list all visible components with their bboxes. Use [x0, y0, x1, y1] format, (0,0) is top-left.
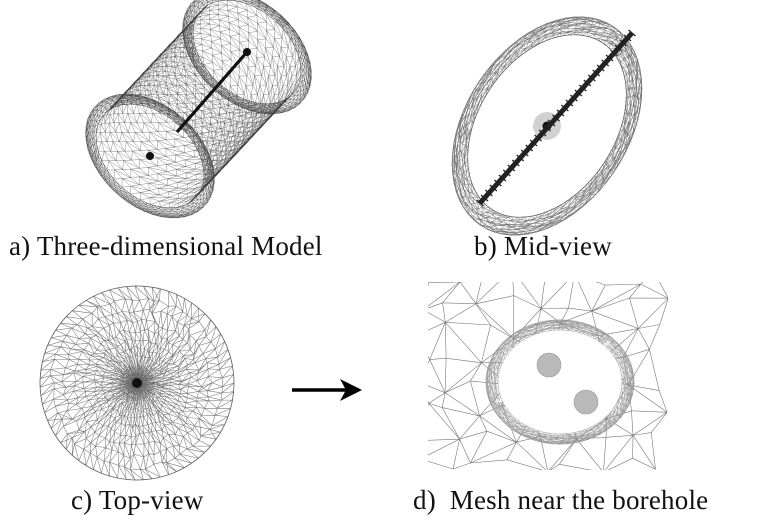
- cylinder-borehole: [175, 50, 249, 134]
- borehole-section-upper: [536, 352, 562, 378]
- borehole-point: [132, 378, 142, 388]
- cylinder-back-core: [146, 152, 154, 160]
- cylinder-mesh-lines: [96, 0, 301, 209]
- cylinder-mesh: [85, 0, 312, 219]
- caption-top-view: c) Top-view: [71, 485, 204, 515]
- cylinder-silhouette: [110, 4, 287, 204]
- top-view-mesh: [39, 285, 235, 481]
- mid-view-mesh-lines: [451, 16, 643, 236]
- caption-borehole-closeup: d) Mesh near the borehole: [413, 485, 709, 515]
- mid-view-mesh: [451, 16, 643, 236]
- borehole-section-lower: [573, 389, 599, 415]
- caption-three-dimensional-model: a) Three-dimensional Model: [9, 231, 323, 261]
- panel-borehole-closeup: [428, 282, 668, 470]
- borehole-mesh: [428, 282, 668, 470]
- borehole-teeth: [476, 29, 636, 207]
- closeup-mesh-group: [428, 282, 668, 470]
- closeup-refined-bg: [498, 330, 622, 434]
- mid-view-outline: [467, 34, 627, 218]
- panel-top-view: [35, 280, 245, 490]
- panel-mid-view: [451, 16, 685, 236]
- caption-mid-view: b) Mid-view: [474, 231, 612, 261]
- closeup-refined-mesh: [485, 319, 635, 445]
- top-view-outline: [39, 285, 235, 481]
- right-arrow-icon: [290, 375, 365, 405]
- cylinder-body: [85, 0, 312, 219]
- cylinder-front-cap: [182, 0, 312, 115]
- panel-three-dimensional-model: [85, 0, 315, 219]
